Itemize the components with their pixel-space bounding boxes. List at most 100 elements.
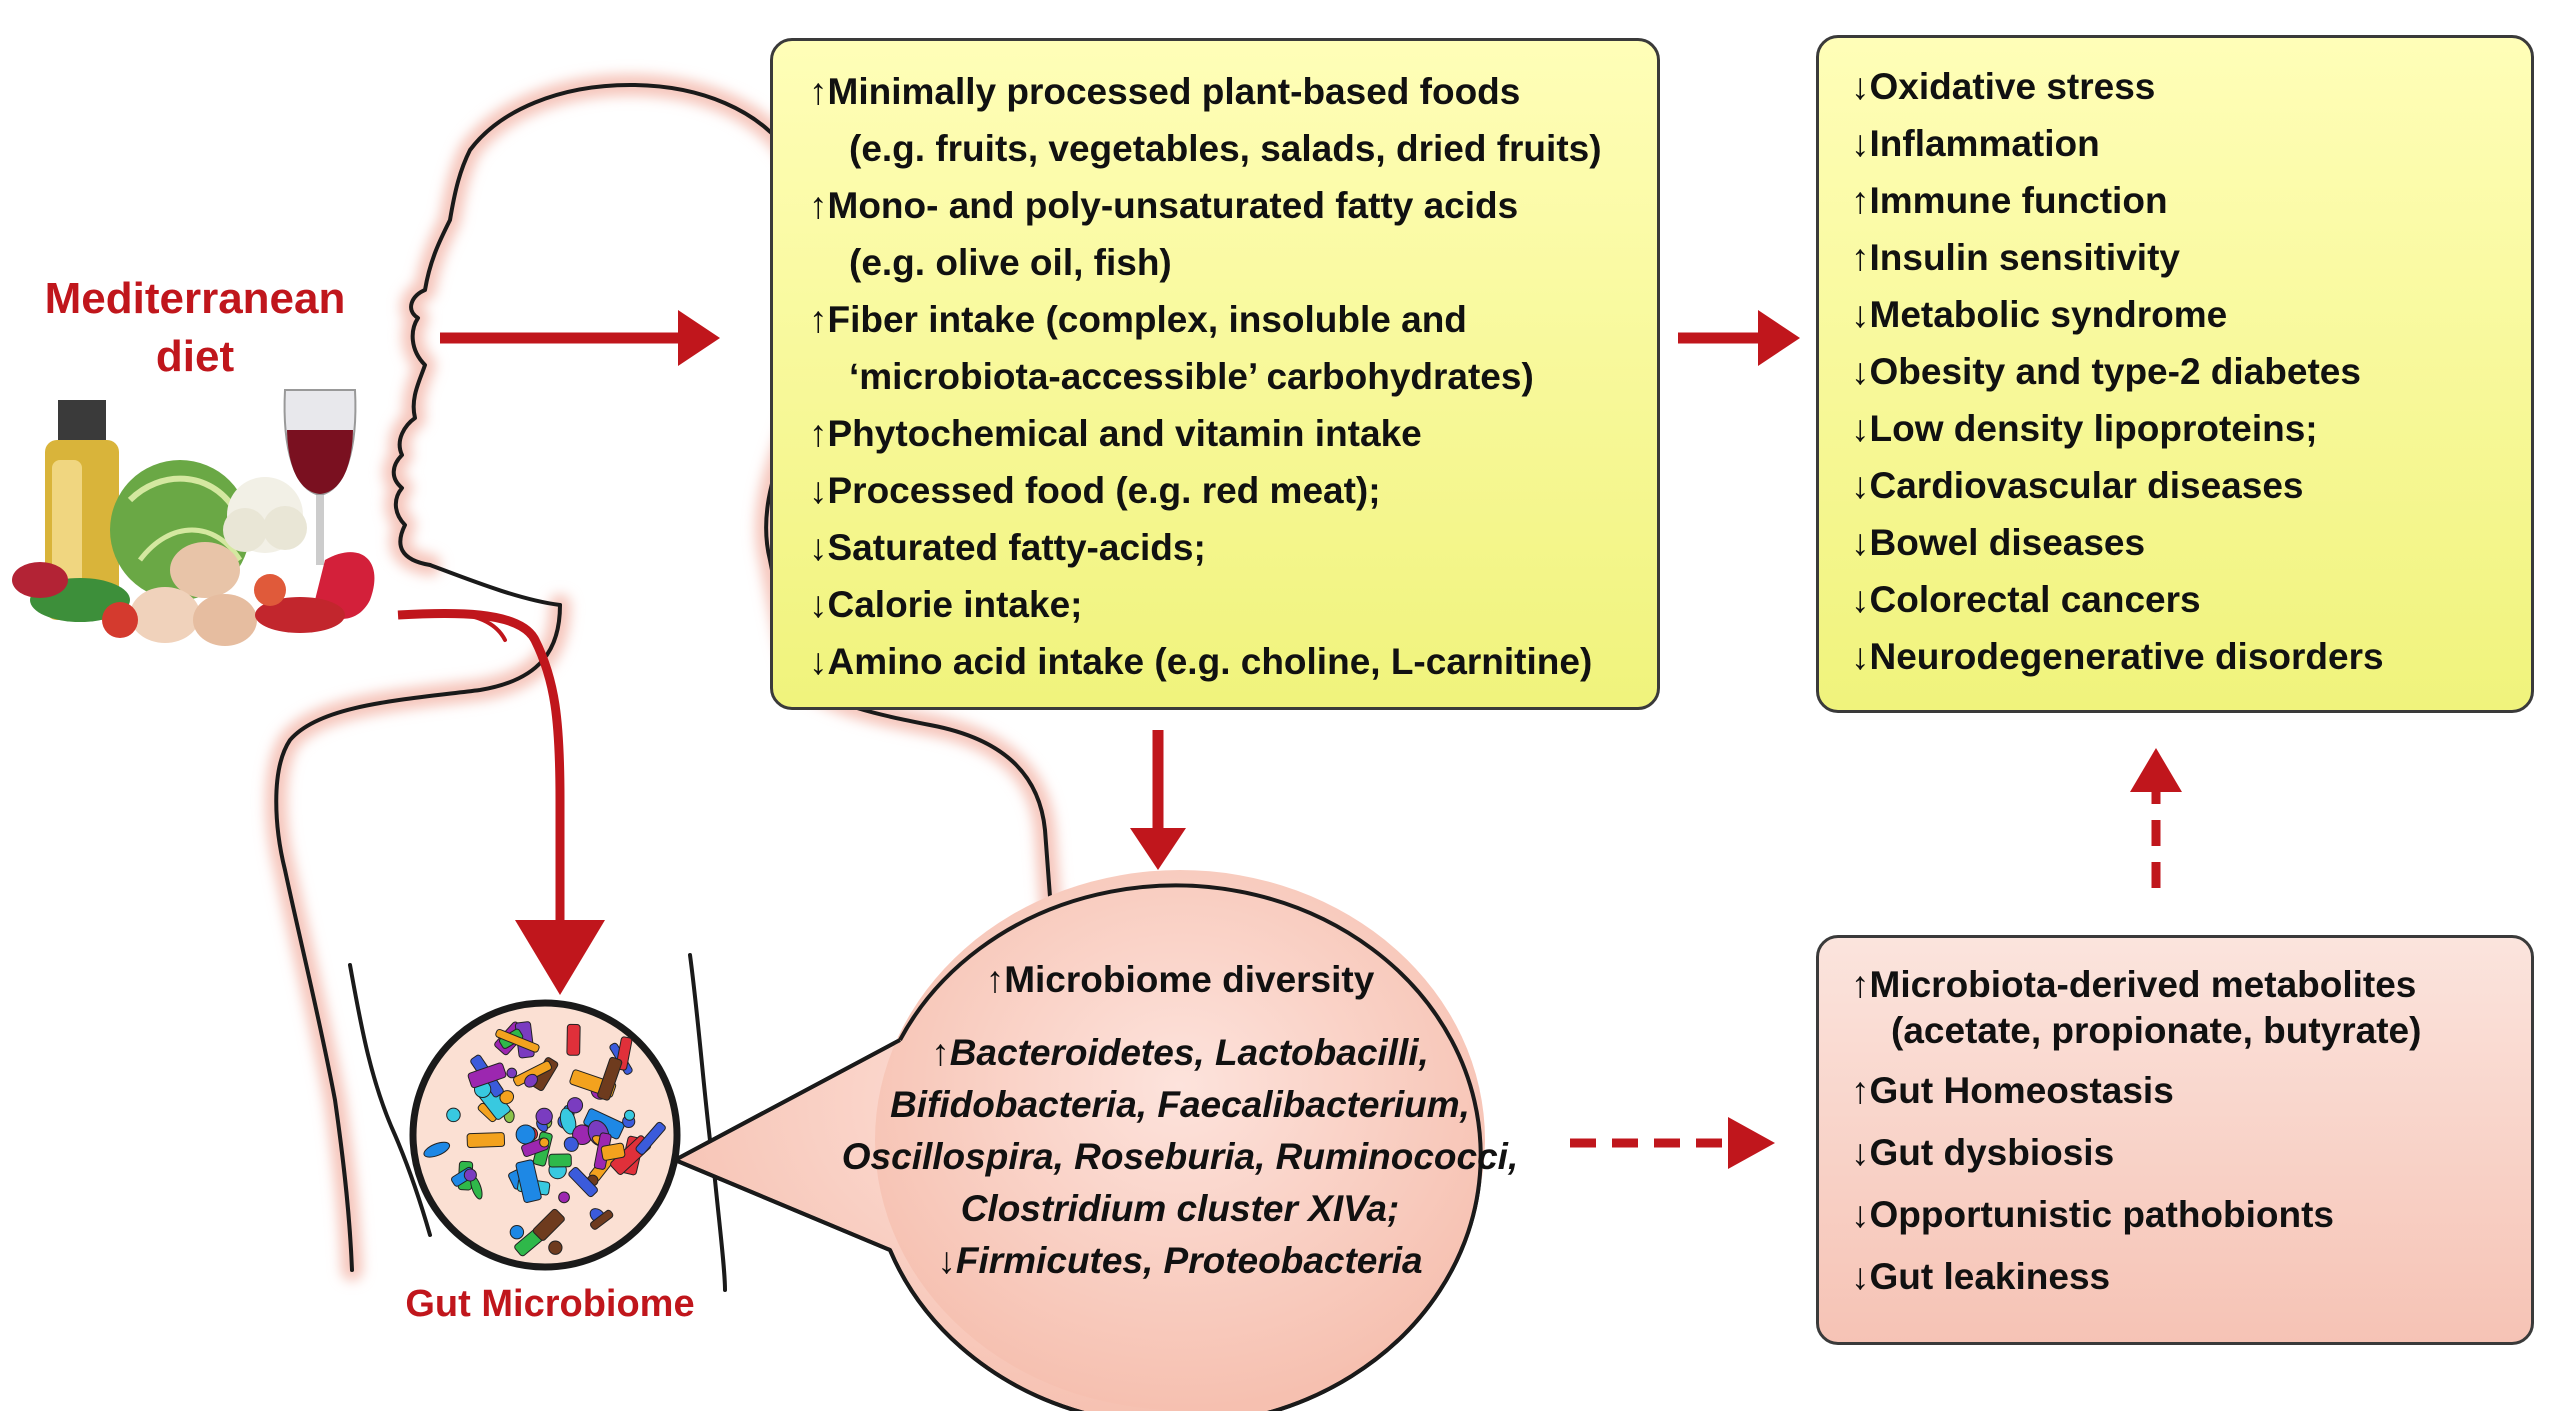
bacterium-shape (539, 1137, 550, 1148)
taxa-line: Bifidobacteria, Faecalibacterium, (890, 1084, 1470, 1125)
up-arrow-icon: ↑ (1851, 1070, 1870, 1111)
health-outcome-item: ↓Neurodegenerative disorders (1851, 628, 2531, 685)
diet-change-label: Saturated fatty-acids; (827, 527, 1206, 568)
bacterium-shape (515, 1159, 542, 1203)
down-arrow-icon: ↓ (1851, 1256, 1870, 1297)
bacterium-shape (568, 1166, 598, 1198)
metabolite-item: ↓Opportunistic pathobionts (1851, 1184, 2531, 1246)
diet-change-label: Processed food (e.g. red meat); (827, 470, 1381, 511)
down-arrow-icon: ↓ (1851, 465, 1870, 506)
bacterium-shape (558, 1191, 570, 1204)
diet-change-subtext: ‘microbiota-accessible’ carbohydrates) (849, 356, 1534, 397)
down-arrow-icon: ↓ (1851, 579, 1870, 620)
bacterium-shape (515, 1124, 536, 1145)
down-arrow-icon: ↓ (809, 527, 828, 568)
up-arrow-icon: ↑ (809, 413, 828, 454)
taxa-line: Clostridium cluster XIVa; (960, 1188, 1400, 1229)
bacterium-shape (532, 1208, 565, 1241)
health-outcome-label: Oxidative stress (1869, 66, 2156, 107)
health-outcome-label: Cardiovascular diseases (1869, 465, 2304, 506)
metabolite-item: ↓Gut dysbiosis (1851, 1122, 2531, 1184)
bacterium-shape (495, 1028, 540, 1053)
digestion-arrowhead (515, 920, 605, 995)
health-outcome-label: Low density lipoproteins; (1869, 408, 2318, 449)
up-arrow-icon: ↑ (809, 185, 828, 226)
metabolite-item: ↑Gut Homeostasis (1851, 1060, 2531, 1122)
health-outcome-label: Immune function (1869, 180, 2168, 221)
human-silhouette (265, 74, 1086, 1292)
digestion-path-arrow (397, 608, 565, 930)
dashed-arrow-metabolites-to-outcomes-head (2130, 748, 2182, 792)
health-outcome-item: ↓Low density lipoproteins; (1851, 400, 2531, 457)
up-arrow-icon: ↑ (1851, 964, 1870, 1005)
diet-change-label: Phytochemical and vitamin intake (827, 413, 1422, 454)
up-arrow-icon: ↑ (809, 71, 828, 112)
bacterium-shape (423, 1141, 451, 1158)
bacterium-shape (597, 1056, 623, 1101)
health-outcomes-box: ↓Oxidative stress↓Inflammation↑Immune fu… (1816, 35, 2534, 713)
bacterium-shape (623, 1109, 636, 1121)
metabolite-item: ↓Gut leakiness (1851, 1246, 2531, 1308)
microbiome-bubble-text: ↑Microbiome diversity ↑Bacteroidetes, La… (840, 955, 1520, 1287)
gut-microbiome-circle (409, 999, 681, 1271)
down-arrow-icon: ↓ (1851, 1194, 1870, 1235)
down-arrow-icon: ↓ (809, 641, 828, 682)
diet-change-item: ↑Phytochemical and vitamin intake (809, 405, 1657, 462)
down-arrow-icon: ↓ (1851, 66, 1870, 107)
down-arrow-icon: ↓ (1851, 1132, 1870, 1173)
up-arrow-icon: ↑ (1851, 237, 1870, 278)
up-arrow-icon: ↑ (1851, 180, 1870, 221)
bacterium-shape (535, 1107, 553, 1126)
bacterium-shape (548, 1153, 572, 1168)
bacterium-shape (566, 1023, 581, 1056)
health-outcome-item: ↓Oxidative stress (1851, 58, 2531, 115)
diet-change-label: Amino acid intake (e.g. choline, L-carni… (827, 641, 1593, 682)
arrow-diet-to-changes-head (678, 310, 720, 366)
diet-title-line2: diet (155, 332, 235, 381)
diet-change-item: ↓Amino acid intake (e.g. choline, L-carn… (809, 633, 1657, 690)
health-outcome-item: ↓Obesity and type-2 diabetes (1851, 343, 2531, 400)
diet-change-item: ↓Calorie intake; (809, 576, 1657, 633)
diet-change-label: Mono- and poly-unsaturated fatty acids (827, 185, 1519, 226)
health-outcome-item: ↑Insulin sensitivity (1851, 229, 2531, 286)
taxa-line: ↑Bacteroidetes, Lactobacilli, (931, 1032, 1429, 1073)
down-arrow-icon: ↓ (809, 584, 828, 625)
bacterium-shape (559, 1107, 577, 1135)
metabolite-subtext: (acetate, propionate, butyrate) (1891, 1010, 2422, 1051)
mediterranean-food-illustration (12, 389, 375, 646)
metabolite-label: Opportunistic pathobionts (1869, 1194, 2335, 1235)
health-outcome-item: ↓Inflammation (1851, 115, 2531, 172)
metabolite-label: Gut dysbiosis (1869, 1132, 2115, 1173)
bacterium-shape (524, 1073, 538, 1088)
diet-change-label: Fiber intake (complex, insoluble and (827, 299, 1467, 340)
bacterium-shape (467, 1062, 507, 1089)
diet-change-item: ↓Processed food (e.g. red meat); (809, 462, 1657, 519)
bacterium-shape (563, 1136, 579, 1152)
microbiome-bubble (673, 870, 1485, 1411)
up-arrow-icon: ↑ (809, 299, 828, 340)
health-outcome-item: ↑Immune function (1851, 172, 2531, 229)
health-outcome-label: Colorectal cancers (1869, 579, 2201, 620)
health-outcome-item: ↓Metabolic syndrome (1851, 286, 2531, 343)
health-outcome-label: Obesity and type-2 diabetes (1869, 351, 2361, 392)
health-outcome-item: ↓Cardiovascular diseases (1851, 457, 2531, 514)
metabolite-label: Microbiota-derived metabolites (1869, 964, 2417, 1005)
arrow-changes-to-microbiome-head (1130, 828, 1186, 870)
health-outcome-label: Metabolic syndrome (1869, 294, 2228, 335)
health-outcome-label: Insulin sensitivity (1869, 237, 2180, 278)
down-arrow-icon: ↓ (1851, 123, 1870, 164)
down-arrow-icon: ↓ (1851, 294, 1870, 335)
down-arrow-icon: ↓ (1851, 636, 1870, 677)
metabolite-item: ↑Microbiota-derived metabolites (1851, 954, 2531, 1016)
health-outcome-label: Neurodegenerative disorders (1869, 636, 2384, 677)
diet-change-subtext: (e.g. olive oil, fish) (849, 242, 1172, 283)
down-arrow-icon: ↓ (1851, 351, 1870, 392)
diet-change-item: ↑Fiber intake (complex, insoluble and (809, 291, 1657, 348)
metabolite-label: Gut leakiness (1869, 1256, 2111, 1297)
taxa-line: Oscillospira, Roseburia, Ruminococci, (841, 1136, 1519, 1177)
health-outcome-item: ↓Colorectal cancers (1851, 571, 2531, 628)
bacterium-shape (466, 1132, 506, 1149)
diet-changes-box: ↑Minimally processed plant-based foods(e… (770, 38, 1660, 710)
diet-title-line1: Mediterranean (44, 274, 346, 323)
